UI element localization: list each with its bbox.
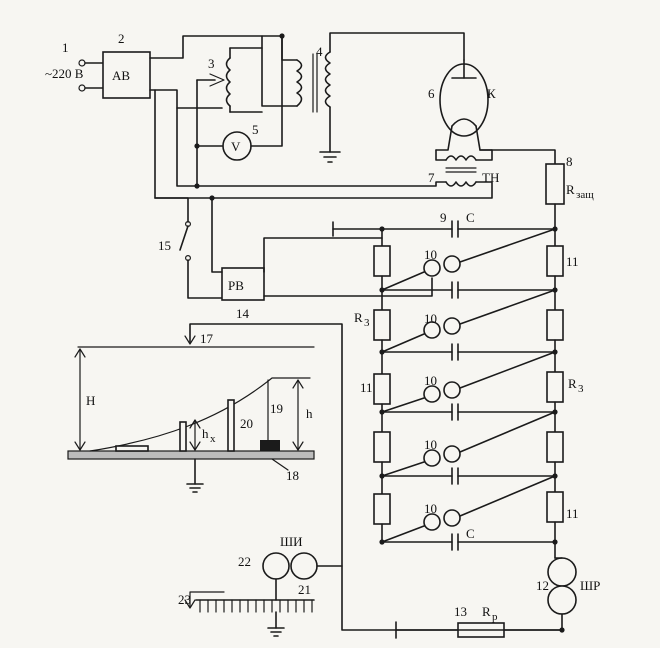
pb-label: РВ [228,278,244,293]
r3-sub: 3 [364,317,370,329]
label-17: 17 [200,331,214,346]
height-h-label: h [306,406,313,421]
marx-generator [332,220,564,559]
r-ground-sub: р [492,611,498,623]
label-14: 14 [236,306,250,321]
resistor-11-a: 11 [566,254,579,269]
spark-gap-10-a: 10 [424,247,437,262]
spark-gap-10-d: 10 [424,437,437,452]
autotransformer-3 [196,47,263,113]
label-19: 19 [270,401,283,416]
label-1: 1 [62,40,69,55]
kenotron-tube-6 [435,59,493,151]
time-relay-pb [221,267,265,301]
wiring-av-to-regulator [149,35,298,109]
shr-label: ШР [580,578,600,593]
label-21: 21 [298,582,311,597]
pulse-gap-21 [262,552,343,601]
measuring-gap-12 [547,557,577,631]
tn-label: ТН [482,170,499,185]
supply-terminals [78,59,104,92]
spark-gap-10-c: 10 [424,373,437,388]
label-22: 22 [238,554,251,569]
capacitor-c-top: С [466,210,475,225]
label-8: 8 [566,154,573,169]
spark-gap-10-e: 10 [424,501,437,516]
capacitor-c-bottom: С [466,526,475,541]
resistor-11-b: 11 [360,380,373,395]
r-right-sub: 3 [578,383,584,395]
label-4: 4 [316,44,323,59]
r-zashch-sub: защ [576,189,594,201]
label-12: 12 [536,578,549,593]
label-13: 13 [454,604,467,619]
label-5: 5 [252,122,259,137]
filament-transformer-7 [196,149,493,199]
shi-label: ШИ [280,534,303,549]
height-hx-sub: x [210,433,216,445]
test-object-model [67,346,315,493]
label-2: 2 [118,31,125,46]
wiring-cathode-to-rz [479,149,565,231]
switch-15 [154,197,223,299]
label-6: 6 [428,86,435,101]
r3-label: R [354,310,363,325]
label-9: 9 [440,210,447,225]
supply-voltage-label: ~220 В [45,66,84,81]
av-label: АВ [112,68,130,83]
height-hx-label: h [202,426,209,441]
r-zashch-label: R [566,182,575,197]
label-18: 18 [286,468,299,483]
label-23: 23 [178,592,191,607]
tube-k-label: К [487,86,496,101]
protective-resistor-8 [545,163,565,205]
label-15: 15 [158,238,171,253]
voltmeter-label: V [231,139,241,154]
wiring-regulator-down [154,89,215,201]
r-ground-label: R [482,604,491,619]
label-20: 20 [240,416,253,431]
label-3: 3 [208,56,215,71]
circuit-breaker-av [102,51,151,99]
height-H-label: H [86,393,95,408]
label-7: 7 [428,170,435,185]
ground-plane-23 [184,591,315,637]
hv-lead-17 [184,323,563,631]
spark-gap-10-b: 10 [424,311,437,326]
r-right-label: R [568,376,577,391]
step-up-transformer-4 [296,32,465,163]
wiring-relay [211,197,433,297]
resistor-11-c: 11 [566,506,579,521]
